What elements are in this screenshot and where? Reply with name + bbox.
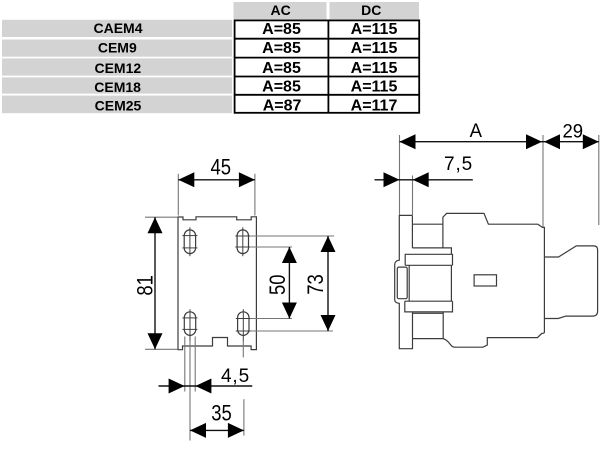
- svg-text:A: A: [470, 121, 483, 143]
- svg-text:DC: DC: [361, 2, 381, 18]
- svg-text:35: 35: [211, 402, 232, 426]
- svg-text:A=115: A=115: [351, 60, 398, 77]
- svg-text:7,5: 7,5: [444, 154, 473, 175]
- svg-text:50: 50: [266, 275, 290, 296]
- svg-text:A=115: A=115: [351, 21, 398, 38]
- svg-text:CEM18: CEM18: [94, 79, 141, 95]
- svg-text:A=85: A=85: [262, 40, 301, 57]
- svg-text:A=115: A=115: [351, 79, 398, 96]
- svg-text:A=85: A=85: [262, 21, 301, 38]
- svg-text:CEM12: CEM12: [94, 60, 141, 76]
- svg-text:A=115: A=115: [351, 40, 398, 57]
- svg-text:CEM9: CEM9: [98, 40, 137, 56]
- svg-text:A=85: A=85: [262, 79, 301, 96]
- svg-text:4,5: 4,5: [221, 366, 250, 387]
- svg-text:73: 73: [304, 274, 328, 295]
- svg-text:A=117: A=117: [351, 97, 398, 114]
- svg-text:CEM25: CEM25: [95, 98, 142, 114]
- svg-text:81: 81: [134, 275, 158, 296]
- svg-text:CAEM4: CAEM4: [93, 20, 142, 36]
- svg-text:AC: AC: [270, 2, 290, 18]
- svg-text:A=85: A=85: [262, 60, 301, 77]
- svg-text:29: 29: [563, 121, 584, 143]
- svg-text:A=87: A=87: [263, 97, 302, 114]
- svg-text:45: 45: [210, 156, 231, 180]
